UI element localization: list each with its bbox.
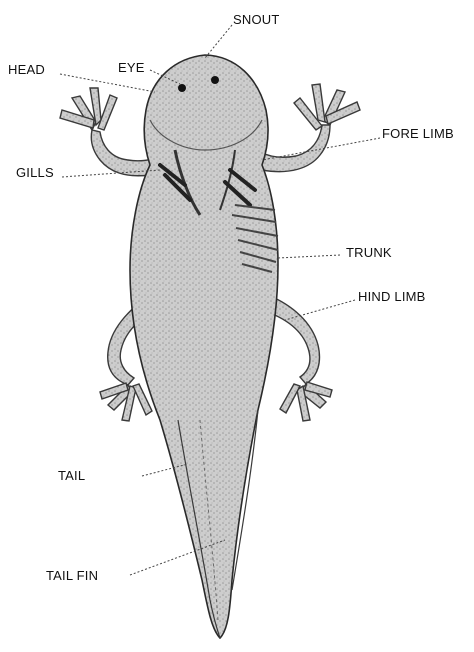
label-tail: TAIL xyxy=(58,468,85,483)
label-trunk: TRUNK xyxy=(346,245,392,260)
eye-left xyxy=(178,84,186,92)
fore-limb-right xyxy=(260,84,360,172)
label-snout: SNOUT xyxy=(233,12,280,27)
label-head: HEAD xyxy=(8,62,45,77)
fore-limb-left xyxy=(60,88,155,176)
leader-snout xyxy=(205,25,232,58)
leader-trunk xyxy=(278,255,340,258)
label-hind-limb: HIND LIMB xyxy=(358,289,426,304)
label-tail-fin: TAIL FIN xyxy=(46,568,98,583)
label-gills: GILLS xyxy=(16,165,54,180)
leader-head xyxy=(60,74,155,92)
axolotl-body xyxy=(130,55,278,638)
leader-hind-limb xyxy=(285,300,355,320)
eye-right xyxy=(211,76,219,84)
label-fore-limb: FORE LIMB xyxy=(382,126,454,141)
label-eye: EYE xyxy=(118,60,145,75)
